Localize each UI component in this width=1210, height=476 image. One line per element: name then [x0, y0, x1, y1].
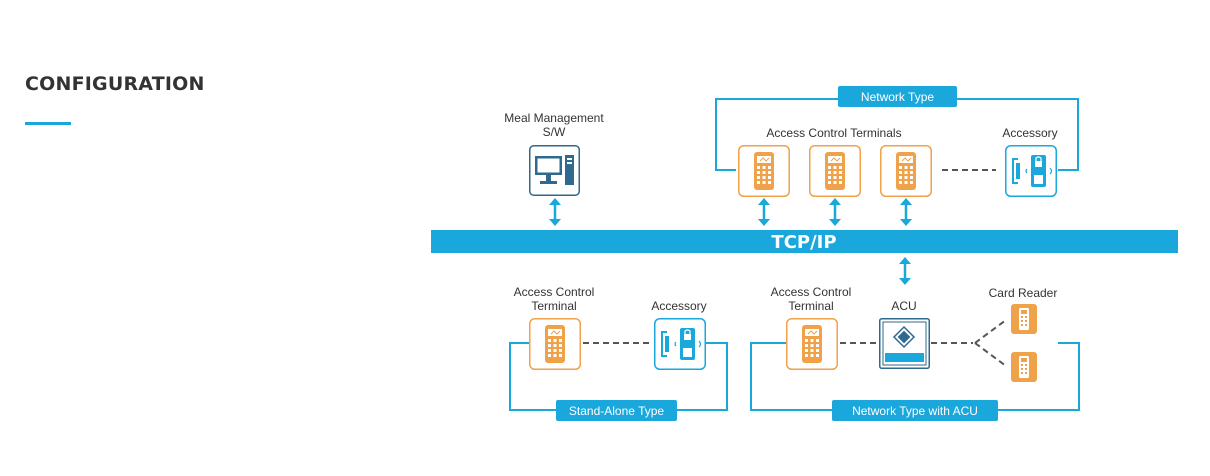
terminal-icon — [880, 145, 932, 197]
card-reader-icon — [1011, 352, 1037, 382]
double-arrow-icon — [547, 196, 563, 228]
double-arrow-icon — [827, 196, 843, 228]
card-reader-icon — [1011, 304, 1037, 334]
tcp-ip-bus — [431, 230, 1178, 253]
network-acu-tag-text: Network Type with ACU — [852, 404, 978, 418]
acu-board-icon — [879, 318, 930, 369]
double-arrow-icon — [756, 196, 772, 228]
accessory-icon — [653, 317, 707, 371]
tcp-ip-label: TCP/IP — [771, 232, 836, 253]
page-title: CONFIGURATION — [25, 73, 205, 95]
card-reader-label: Card Reader — [989, 286, 1058, 300]
terminal-icon — [738, 145, 790, 197]
acu-terminal-label-line1: Access Control — [771, 285, 852, 299]
dashed-link — [974, 342, 1007, 367]
access-control-terminals-label: Access Control Terminals — [766, 126, 901, 140]
terminal-icon — [809, 145, 861, 197]
accessory-icon — [1004, 144, 1058, 198]
stand-alone-terminal-label-line2: Terminal — [531, 299, 576, 313]
double-arrow-icon — [898, 196, 914, 228]
terminal-icon — [786, 318, 838, 370]
double-arrow-icon — [897, 255, 913, 287]
network-type-tag-text: Network Type — [861, 90, 934, 104]
stand-alone-terminal-label-line1: Access Control — [514, 285, 595, 299]
stand-alone-section: Stand-Alone Type Access Control Terminal… — [509, 285, 728, 421]
network-acu-section: Network Type with ACU Access Control Ter… — [750, 285, 1080, 421]
monitor-icon — [529, 145, 580, 196]
network-type-tag — [838, 86, 957, 107]
terminal-icon — [529, 318, 581, 370]
stand-alone-accessory-label: Accessory — [651, 299, 706, 313]
title-underline — [25, 122, 71, 125]
stand-alone-tag-text: Stand-Alone Type — [569, 404, 665, 418]
acu-label: ACU — [891, 299, 916, 313]
network-acu-tag — [832, 400, 998, 421]
network-accessory-label: Accessory — [1002, 126, 1057, 140]
meal-management-label-line1: Meal Management — [504, 111, 604, 125]
meal-management-label-line2: S/W — [543, 125, 566, 139]
dashed-link — [974, 319, 1007, 344]
stand-alone-tag — [556, 400, 677, 421]
acu-terminal-label-line2: Terminal — [788, 299, 833, 313]
network-type-section: Network Type Meal Management S/W Access … — [504, 86, 1079, 228]
